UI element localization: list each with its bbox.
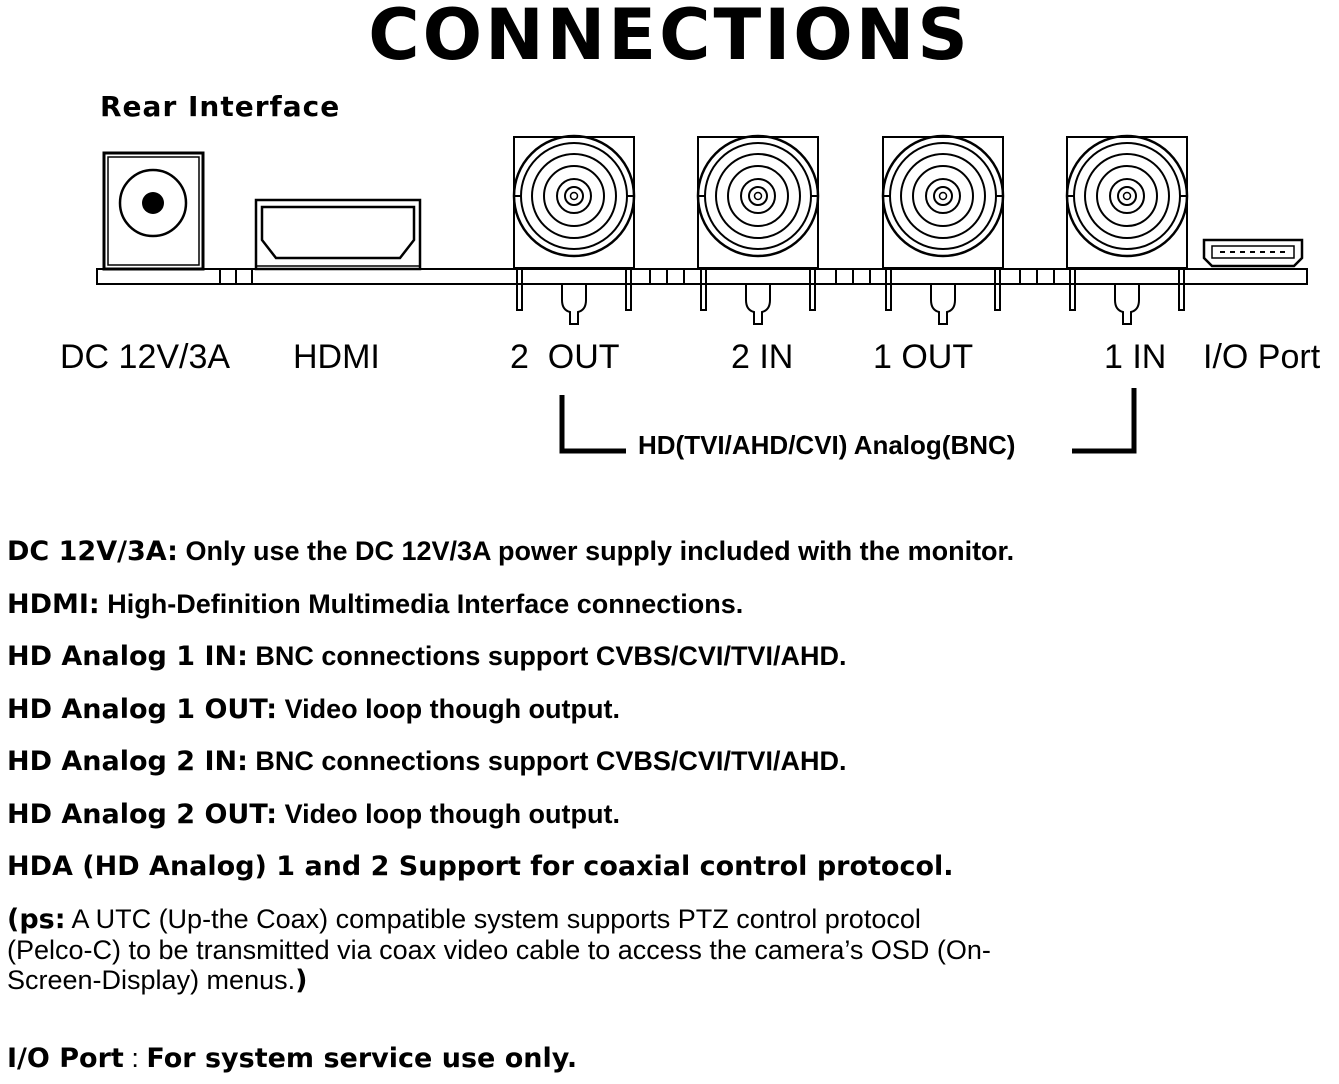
description-row: HDA (HD Analog) 1 and 2 Support for coax… (7, 851, 954, 882)
description-term: HD Analog 1 OUT: (7, 694, 278, 725)
description-row: HD Analog 2 IN: BNC connections support … (7, 746, 846, 777)
page-title: CONNECTIONS (368, 0, 971, 76)
io-port-text: For system service use only. (146, 1043, 578, 1074)
description-row: HD Analog 1 OUT: Video loop though outpu… (7, 694, 620, 725)
description-row: HD Analog 2 OUT: Video loop though outpu… (7, 799, 620, 830)
description-term: HD Analog 1 IN: (7, 641, 248, 672)
description-row: HDMI: High-Definition Multimedia Interfa… (7, 589, 743, 620)
description-text: Video loop though output. (277, 694, 621, 724)
description-term: HDMI: (7, 589, 100, 620)
description-text: BNC connections support CVBS/CVI/TVI/AHD… (247, 746, 847, 776)
port-label-2-in: 2 IN (731, 338, 794, 376)
description-term: DC 12V/3A: (7, 536, 178, 567)
description-row: DC 12V/3A: Only use the DC 12V/3A power … (7, 536, 1014, 567)
bnc-group-label: HD(TVI/AHD/CVI) Analog(BNC) (638, 430, 1016, 460)
port-label-1-out: 1 OUT (873, 338, 974, 376)
bnc-port-1-out (881, 134, 1005, 325)
ps-note-suffix: ) (295, 965, 308, 996)
ps-note: (ps: A UTC (Up-the Coax) compatible syst… (7, 904, 1007, 996)
io-port (1202, 238, 1304, 268)
hdmi-port (254, 198, 422, 271)
rear-interface-diagram (96, 134, 1308, 454)
io-port-separator: : (123, 1043, 147, 1073)
ps-note-prefix: (ps: (7, 904, 66, 935)
description-term: HD Analog 2 OUT: (7, 799, 278, 830)
bnc-group-bracket (559, 388, 1137, 454)
bnc-port-1-in (1065, 134, 1189, 325)
dc-jack-port (102, 151, 205, 271)
port-label-io: I/O Port (1203, 338, 1321, 376)
board-pads (219, 268, 1055, 285)
description-row: HD Analog 1 IN: BNC connections support … (7, 641, 846, 672)
description-text: High-Definition Multimedia Interface con… (99, 589, 744, 619)
port-label-hdmi: HDMI (293, 338, 380, 376)
io-port-description: I/O Port : For system service use only. (7, 1043, 577, 1074)
ps-note-text: A UTC (Up-the Coax) compatible system su… (7, 904, 991, 995)
port-label-dc: DC 12V/3A (60, 338, 231, 376)
section-subtitle: Rear Interface (100, 90, 341, 123)
port-label-2-out: 2 OUT (510, 338, 620, 376)
description-text: BNC connections support CVBS/CVI/TVI/AHD… (247, 641, 847, 671)
io-port-term: I/O Port (7, 1043, 124, 1074)
description-text: Only use the DC 12V/3A power supply incl… (177, 536, 1015, 566)
bnc-port-2-in (696, 134, 820, 325)
port-label-1-in: 1 IN (1104, 338, 1167, 376)
description-text: Video loop though output. (277, 799, 621, 829)
bnc-port-2-out (512, 134, 636, 325)
description-term: HD Analog 2 IN: (7, 746, 248, 777)
description-term: HDA (HD Analog) 1 and 2 Support for coax… (7, 851, 954, 882)
